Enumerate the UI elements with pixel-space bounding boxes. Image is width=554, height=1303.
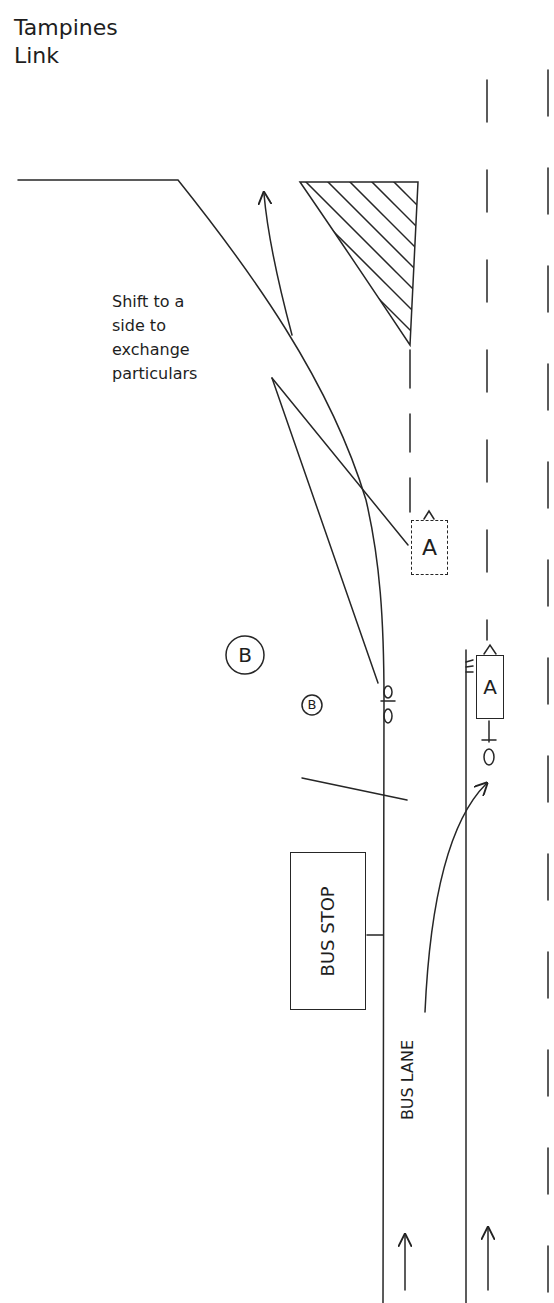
- motorcycle-a: [482, 721, 496, 765]
- motorcycle-b: [381, 686, 395, 723]
- hatching: [228, 170, 554, 370]
- skid-line: [302, 778, 407, 800]
- lane-marking: [547, 70, 549, 1295]
- circle-outline-shape: [302, 695, 322, 715]
- lane-marking: [486, 80, 488, 640]
- circle-outline-shape: [226, 636, 264, 674]
- car-box: A: [476, 655, 504, 719]
- circle-label: B: [301, 694, 323, 716]
- road-name-text: Tampines Link: [14, 14, 134, 69]
- node-text: A: [483, 676, 497, 699]
- traffic-arrow: [487, 1229, 489, 1290]
- callout-note-text: Shift to a side to exchange particulars: [112, 290, 222, 386]
- lane-label-text: BUS LANE: [398, 1040, 417, 1120]
- turn-arrow: [264, 194, 292, 335]
- node-text: B: [238, 644, 252, 667]
- bus-lane-line: [465, 650, 467, 1303]
- traffic-arrow: [404, 1236, 406, 1290]
- node-text: BUS STOP: [318, 886, 339, 976]
- leader-line: [272, 378, 378, 683]
- car-box: A: [411, 520, 448, 575]
- node-text: A: [422, 535, 437, 560]
- impact-marks: [466, 660, 473, 672]
- leader-line: [272, 378, 408, 545]
- car-front: [484, 645, 496, 654]
- bus-lane-arrow: [425, 784, 486, 1012]
- circle-label: B: [225, 635, 265, 675]
- callout-note: Shift to a side to exchange particulars: [112, 290, 222, 386]
- bus-stop-leader: [367, 934, 383, 936]
- bus-stop-box: BUS STOP: [290, 852, 366, 1010]
- lane-marking: [409, 350, 411, 512]
- node-text: B: [308, 698, 317, 713]
- car-front: [424, 511, 434, 519]
- kerb-line: [18, 180, 384, 1303]
- road-name: Tampines Link: [14, 14, 134, 69]
